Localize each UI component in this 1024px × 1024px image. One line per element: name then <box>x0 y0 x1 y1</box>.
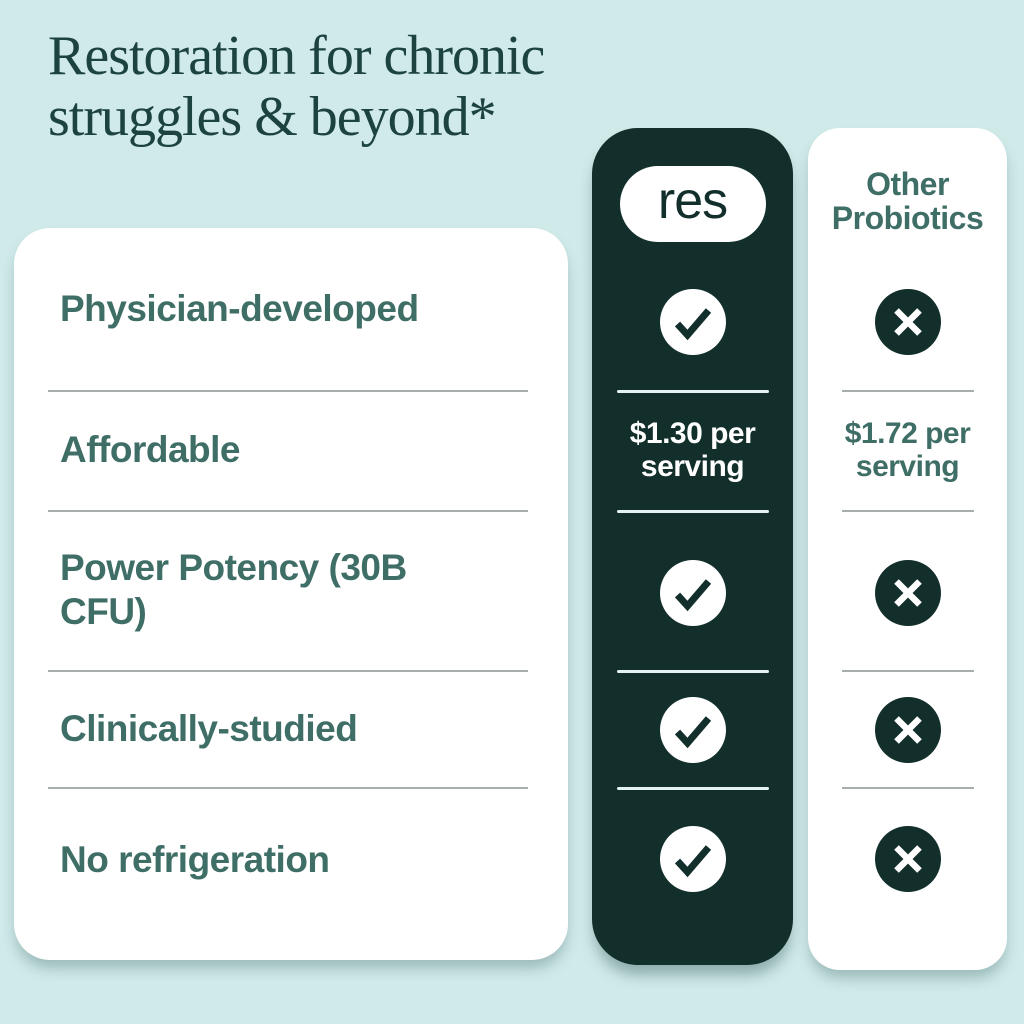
res-row-price: $1.30 per serving <box>604 412 781 488</box>
divider <box>48 670 528 672</box>
feature-label: Clinically-studied <box>60 707 358 749</box>
other-row-clinically-studied <box>808 697 1007 763</box>
check-icon <box>659 560 726 626</box>
feature-label: Power Potency (30B CFU) <box>60 547 407 632</box>
res-row-clinically-studied <box>592 697 793 763</box>
res-price-text: $1.30 per serving <box>629 417 756 483</box>
res-row-physician-developed <box>592 289 793 355</box>
headline-line1: Restoration for chronic <box>48 25 545 87</box>
other-row-physician-developed <box>808 289 1007 355</box>
res-column: res $1.30 per serving <box>592 128 793 965</box>
feature-row-power-potency: Power Potency (30B CFU) <box>60 510 528 670</box>
divider <box>616 670 769 673</box>
cross-icon <box>874 826 941 892</box>
divider <box>48 510 528 512</box>
feature-row-clinically-studied: Clinically-studied <box>60 670 528 787</box>
other-row-no-refrigeration <box>808 826 1007 892</box>
headline-line2: struggles & beyond* <box>48 86 497 149</box>
divider <box>841 787 974 789</box>
divider <box>616 510 769 513</box>
cross-icon <box>874 289 941 355</box>
feature-row-no-refrigeration: No refrigeration <box>60 787 528 932</box>
other-probiotics-column: Other Probiotics $1.72 per serving <box>808 128 1007 970</box>
feature-label: Affordable <box>60 429 241 471</box>
feature-row-affordable: Affordable <box>60 390 528 510</box>
res-row-no-refrigeration <box>592 826 793 892</box>
divider <box>841 670 974 672</box>
divider <box>841 390 974 392</box>
check-icon <box>659 697 726 763</box>
check-icon <box>659 826 726 892</box>
feature-label: No refrigeration <box>60 838 330 880</box>
other-column-header: Other Probiotics <box>831 166 984 236</box>
feature-row-physician-developed: Physician-developed <box>60 228 528 390</box>
cross-icon <box>874 697 941 763</box>
divider <box>48 390 528 392</box>
features-card: Physician-developed Affordable Power Pot… <box>14 228 568 960</box>
other-price-text: $1.72 per serving <box>844 417 971 483</box>
check-icon <box>659 289 726 355</box>
feature-label: Physician-developed <box>60 288 419 330</box>
other-row-power-potency <box>808 560 1007 626</box>
divider <box>616 390 769 393</box>
divider <box>48 787 528 789</box>
other-row-price: $1.72 per serving <box>820 412 995 488</box>
res-row-power-potency <box>592 560 793 626</box>
divider <box>616 787 769 790</box>
res-logo-text: res <box>657 172 728 230</box>
divider <box>841 510 974 512</box>
cross-icon <box>874 560 941 626</box>
res-logo: res <box>619 166 766 242</box>
